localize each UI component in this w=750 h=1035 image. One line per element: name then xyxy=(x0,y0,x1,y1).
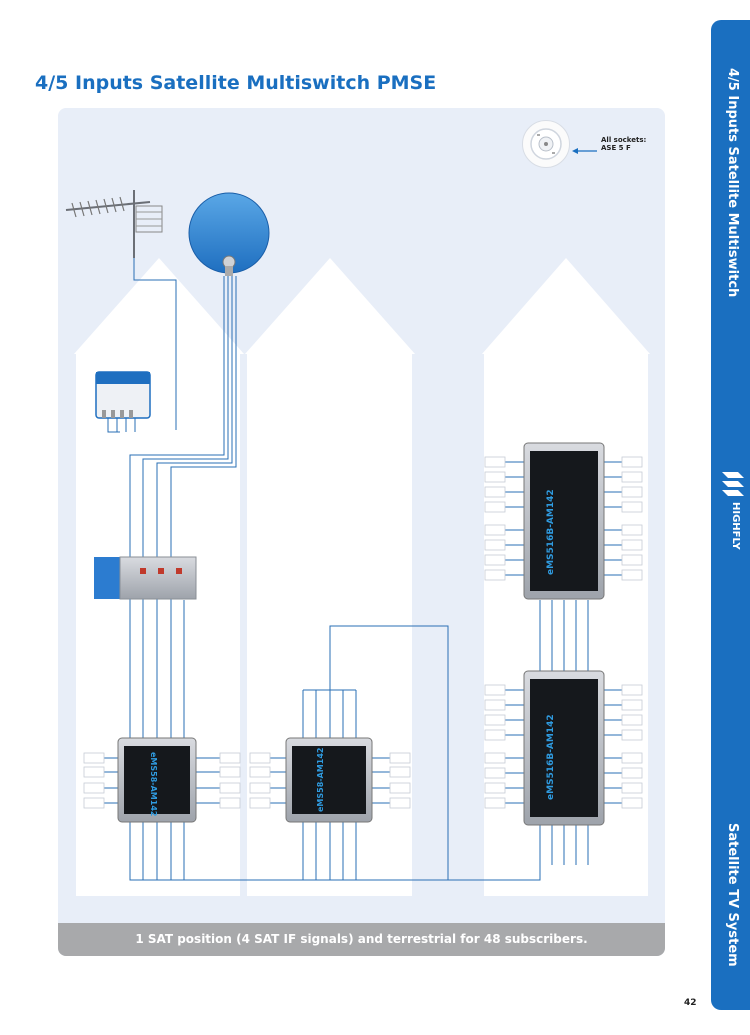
multiswitch-right-bottom xyxy=(523,670,605,826)
terrestrial-antenna-icon xyxy=(65,190,163,258)
brand-text: HIGHFLY xyxy=(730,502,741,550)
legend-text: All sockets: ASE 5 F xyxy=(601,136,647,152)
sat-amplifier xyxy=(94,556,197,600)
switch-right-bottom-label: eMS516B-AM142 xyxy=(546,714,556,800)
coax-cables xyxy=(104,258,622,881)
subscriber-sockets xyxy=(83,456,643,809)
brand-logo: HIGHFLY xyxy=(718,470,746,565)
caption-bar: 1 SAT position (4 SAT IF signals) and te… xyxy=(58,923,665,956)
multiswitch-middle xyxy=(285,737,373,823)
legend-arrow-icon xyxy=(572,140,598,159)
satellite-dish-icon xyxy=(188,192,270,276)
multiswitch-right-top xyxy=(523,442,605,600)
page-title: 4/5 Inputs Satellite Multiswitch PMSE xyxy=(35,72,437,94)
page-number: 42 xyxy=(684,998,697,1008)
terrestrial-amplifier xyxy=(95,371,151,419)
multiswitch-left xyxy=(117,737,197,823)
switch-left-label: eMS58-AM142 xyxy=(149,752,158,817)
legend-socket-icon xyxy=(522,120,570,168)
sidebar-top-text: 4/5 Inputs Satellite Multiswitch xyxy=(725,68,740,298)
switch-middle-label: eMS58-AM142 xyxy=(316,747,325,812)
sidebar xyxy=(711,20,750,1010)
switch-right-top-label: eMS516B-AM142 xyxy=(546,489,556,575)
sidebar-bottom-text: Satellite TV System xyxy=(725,823,740,967)
